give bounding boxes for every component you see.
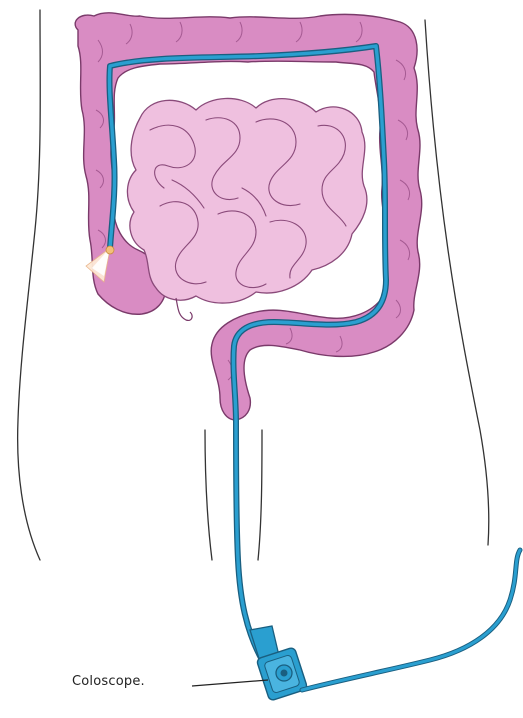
appendix <box>176 298 192 320</box>
left-thigh-line <box>205 430 212 560</box>
right-torso-line <box>425 20 489 545</box>
right-thigh-line <box>258 430 262 560</box>
callout-leader-line <box>192 680 268 686</box>
small-intestine <box>127 98 366 320</box>
left-torso-line <box>18 10 41 560</box>
colonoscope-label: Coloscope. <box>72 674 145 689</box>
colonoscope-handle-icon <box>250 626 308 701</box>
scope-cable <box>302 550 520 690</box>
small-intestine-body <box>127 98 366 303</box>
